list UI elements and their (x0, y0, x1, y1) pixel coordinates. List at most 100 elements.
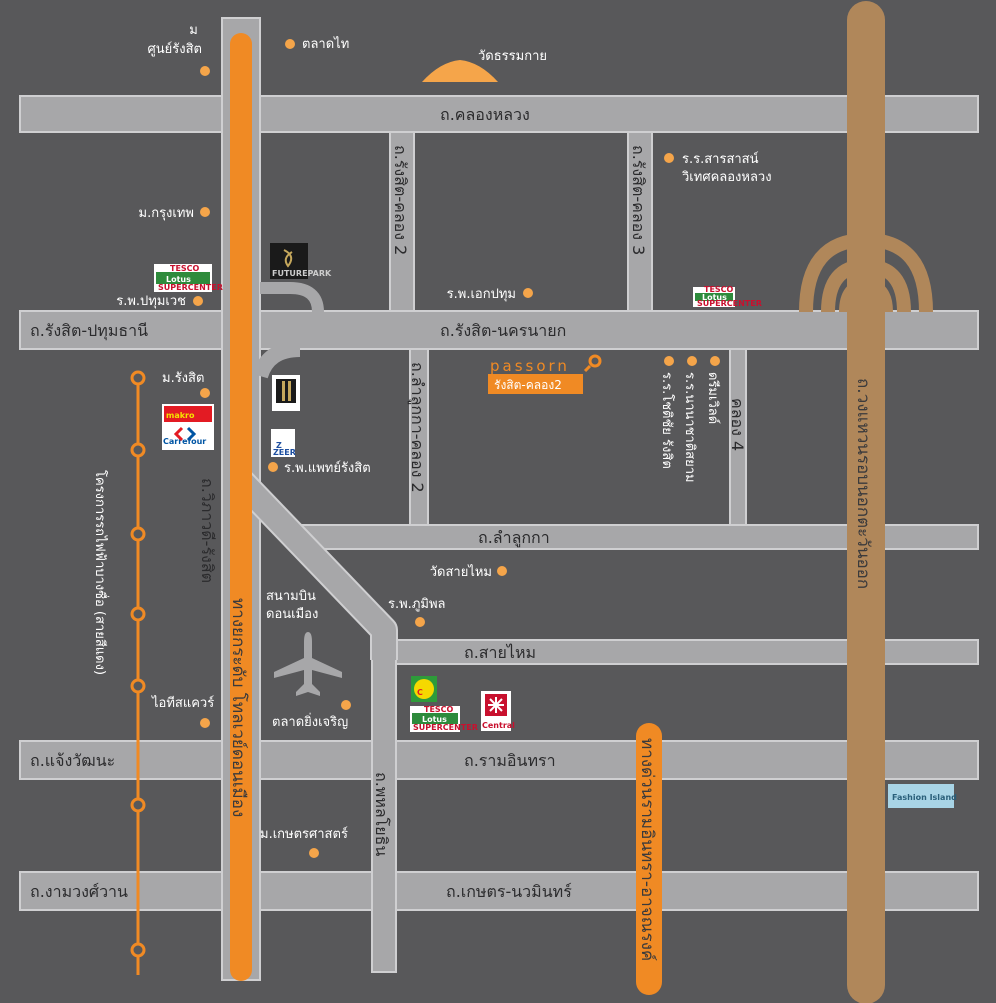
dot-rangsit-univ (200, 388, 210, 398)
dot-it-square (200, 718, 210, 728)
label-talad-thai: ตลาดไท (302, 36, 349, 52)
brand-location-box (488, 374, 583, 394)
zeer-logo: Z ZEER (271, 429, 296, 457)
dot-talad-thai (285, 39, 295, 49)
logo-carrefour-text: Carrefour (163, 437, 206, 446)
train-station-4 (130, 606, 146, 622)
label-vibhavadi-rangsit: ถ.วิภาวดี-รังสิต (198, 478, 217, 583)
label-lam-luk-ka: ถ.ลำลูกกา (478, 528, 550, 548)
label-tu-rangsit: ม ศูนย์รังสิต (148, 23, 202, 57)
dot-wat-sai-mai (497, 566, 507, 576)
label-rangsit-nakhon-nayok: ถ.รังสิต-นครนายก (440, 321, 566, 340)
central-logo: Central (481, 691, 515, 731)
label-dreamworld: ดรีมเวิลด์ (705, 372, 721, 424)
makro-carrefour-logo: makro Carrefour (162, 404, 214, 450)
future-park-logo: FUTUREPARK (270, 243, 332, 279)
train-station-2 (130, 442, 146, 458)
train-station-7 (130, 942, 146, 958)
ramp-future-park (260, 282, 324, 313)
label-pathumvech: ร.พ.ปทุมเวช (116, 294, 186, 309)
dot-bangkok-univ (200, 207, 210, 217)
logo-fashion-island-text: Fashion Island (892, 793, 957, 802)
label-lam-luk-ka-khlong-2: ถ.ลำลูกกา-คลอง 2 (407, 362, 427, 493)
label-phahonyothin: ถ.พหลโยธิน (372, 772, 391, 856)
label-kaset-nawamin: ถ.เกษตร-นวมินทร์ (446, 882, 572, 901)
logo-tesco-text-2: TESCO (704, 285, 734, 294)
label-ekpathum: ร.พ.เอกปทุม (447, 287, 516, 302)
label-bhumibol: ร.พ.ภูมิพล (388, 597, 446, 612)
label-ram-intra-expressway: ทางด่วนรามอินทรา-อาจณรงค์ (637, 738, 657, 961)
dot-pathumvech (193, 296, 203, 306)
label-don-mueang-airport: สนามบิน ดอนเมือง (266, 589, 320, 622)
label-it-square: ไอทีสแควร์ (151, 695, 214, 711)
label-chaeng-watthana: ถ.แจ้งวัฒนะ (30, 751, 115, 770)
road-ngam-wong-wan-kaset-nawamin (19, 871, 979, 911)
label-khlong-4: คลอง 4 (728, 398, 747, 451)
logo-supercenter-text-2: SUPERCENTER (697, 299, 762, 308)
airplane-icon (274, 632, 342, 696)
label-sarasas: ร.ร.สารสาสน์ วิเทศคลองหลวง (681, 151, 771, 185)
tesco-lotus-logo-3: TESCO Lotus SUPERCENTER (410, 705, 478, 732)
tesco-lotus-logo-1: TESCO Lotus SUPERCENTER (154, 264, 223, 292)
label-outer-ring: ถ.วงแหวนรอบนอกตะวันออก (853, 378, 873, 589)
tesco-lotus-logo-2: TESCO Lotus SUPERCENTER (693, 285, 762, 308)
dot-talad-ying-charoen (341, 700, 351, 710)
logo-zeer-z: Z (276, 441, 282, 450)
label-rangsit-khlong-3: ถ.รังสิต-คลอง 3 (629, 145, 648, 255)
poi-dots (193, 39, 720, 858)
brand-name: passorn (490, 357, 570, 375)
logo-lotus-text-2: Lotus (702, 293, 727, 302)
bigc-logo: C (411, 676, 437, 702)
road-phahonyothin-vert (371, 639, 397, 973)
logo-bigc-text: C (417, 688, 423, 697)
logo-tesco-text-1: TESCO (170, 264, 200, 273)
dot-kasetsart (309, 848, 319, 858)
road-phahonyothin-diagonal-fill (231, 471, 396, 660)
train-station-3 (130, 526, 146, 542)
label-tollway: ทางยกระดับ โทลเวย์ดอนเมือง (228, 598, 249, 817)
road-rangsit-nakhon-nayok (19, 310, 979, 350)
label-wat-dhammakaya: วัดธรรมกาย (478, 49, 547, 64)
dot-dreamworld (710, 356, 720, 366)
fashion-island-logo: Fashion Island (888, 784, 957, 808)
ramp-lower (252, 341, 301, 379)
zpell-logo (272, 375, 300, 411)
label-talad-ying-charoen: ตลาดยิ่งเจริญ (272, 713, 348, 730)
road-network (19, 17, 979, 981)
dot-ekpathum (523, 288, 533, 298)
train-station-1 (130, 370, 146, 386)
label-patrangsit: ร.พ.แพทย์รังสิต (284, 460, 371, 476)
label-nanachart: ร.ร.นานาชาติสยาม (682, 372, 697, 483)
train-station-5 (130, 678, 146, 694)
label-ram-intra: ถ.รามอินทรา (464, 751, 556, 770)
dot-chotichai (664, 356, 674, 366)
label-red-line: โครงการรถไฟฟ้าบางซื่อ (สายสีแดง) (92, 470, 109, 675)
logo-tesco-text-3: TESCO (424, 705, 454, 714)
red-line-train (130, 370, 146, 975)
brand-location: รังสิต-คลอง2 (494, 378, 562, 392)
label-chotichai: ร.ร.โชติชัย รังสิต (659, 372, 675, 469)
dot-tu-rangsit (200, 66, 210, 76)
road-rangsit-khlong-2-vert (389, 131, 415, 312)
road-rangsit-khlong-3-vert (627, 131, 653, 312)
road-khlong-4-vert (729, 348, 747, 526)
label-ngam-wong-wan: ถ.งามวงศ์วาน (30, 882, 128, 901)
label-rangsit-khlong-2: ถ.รังสิต-คลอง 2 (391, 145, 410, 255)
temple-dome-icon (422, 60, 498, 82)
road-chaeng-watthana-ram-intra (19, 740, 979, 780)
logo-lotus-text-1: Lotus (166, 275, 191, 284)
dot-bhumibol (415, 617, 425, 627)
label-kasetsart: ม.เกษตรศาสตร์ (260, 826, 348, 842)
logo-central-text: Central (482, 721, 515, 730)
dot-nanachart (687, 356, 697, 366)
label-sai-mai: ถ.สายไหม (464, 643, 536, 662)
train-station-6 (130, 797, 146, 813)
road-lam-luk-ka-khlong-2-vert (409, 348, 429, 526)
dot-sarasas (664, 153, 674, 163)
passorn-location-marker[interactable]: passorn รังสิต-คลอง2 (488, 354, 602, 394)
logo-lotus-text-3: Lotus (422, 715, 447, 724)
road-khlong-luang (19, 95, 979, 133)
label-rangsit-pathum-thani: ถ.รังสิต-ปทุมธานี (30, 321, 148, 341)
